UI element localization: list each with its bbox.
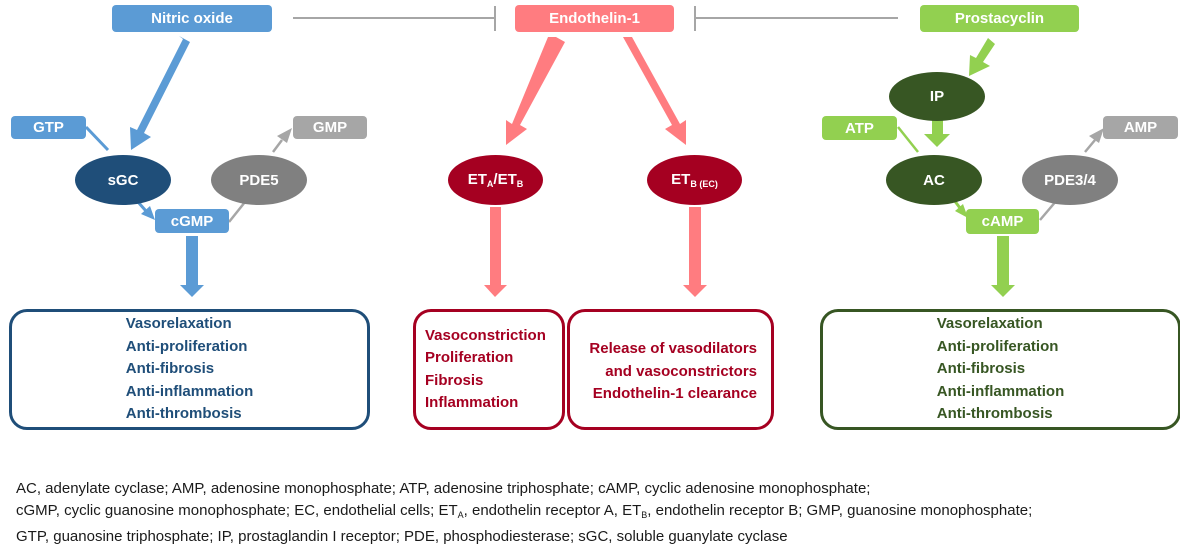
pgi-effect-item: Vasorelaxation <box>936 315 1043 333</box>
pde3-4-label: PDE3/4 <box>1044 171 1096 189</box>
arrow-camp-to-effects <box>991 236 1015 297</box>
arrow-et1-to-eta <box>506 37 565 145</box>
camp-label: cAMP <box>981 213 1024 230</box>
no-inhibits-et1-line <box>293 6 496 31</box>
sgc-label: sGC <box>107 171 139 189</box>
no-effect-item: Vasorelaxation <box>125 315 232 333</box>
eta-effect-item: Inflammation <box>425 394 519 411</box>
gtp-label: GTP <box>33 119 64 136</box>
nitric-oxide-label: Nitric oxide <box>151 10 233 27</box>
gtp-node: GTP <box>11 116 86 139</box>
pgi-effect-item: Anti-proliferation <box>936 337 1059 355</box>
eta-etb-label: ETA/ETB <box>467 171 524 189</box>
arrow-ip-to-ac <box>924 120 950 147</box>
arrow-etb-to-effects <box>683 207 707 297</box>
endothelin-1-node: Endothelin-1 <box>515 5 674 32</box>
ip-receptor-node: IP <box>889 72 985 121</box>
ip-label: IP <box>929 88 945 105</box>
gmp-label: GMP <box>312 119 348 136</box>
legend-line-2: cGMP, cyclic guanosine monophosphate; EC… <box>16 502 1033 520</box>
cgmp-node: cGMP <box>155 209 229 233</box>
legend-line-3: GTP, guanosine triphosphate; IP, prostag… <box>16 528 788 545</box>
arrow-prostacyclin-to-ip <box>969 38 995 76</box>
sgc-node: sGC <box>75 155 171 205</box>
pgi-effect-item: Anti-fibrosis <box>936 360 1026 378</box>
connector-cgmp-to-gmp <box>228 128 292 223</box>
pde3-4-node: PDE3/4 <box>1022 155 1118 205</box>
arrow-et1-to-etb <box>623 37 686 145</box>
legend-line-1: AC, adenylate cyclase; AMP, adenosine mo… <box>16 480 871 497</box>
etb-ec-receptor-node: ETB (EC) <box>647 155 742 205</box>
pgi-effect-item: Anti-inflammation <box>936 382 1065 400</box>
pde5-label: PDE5 <box>239 171 279 189</box>
atp-node: ATP <box>822 116 897 140</box>
etb-effect-item: and vasoconstrictors <box>605 362 757 380</box>
no-effect-item: Anti-proliferation <box>125 337 248 355</box>
gmp-node: GMP <box>293 116 367 139</box>
ac-label: AC <box>923 171 945 189</box>
etb-ec-label: ETB (EC) <box>671 171 718 189</box>
arrow-no-to-sgc <box>130 36 190 150</box>
eta-effect-item: Vasoconstriction <box>425 326 546 344</box>
prostacyclin-label: Prostacyclin <box>954 10 1045 27</box>
no-effect-item: Anti-inflammation <box>125 382 254 400</box>
arrow-cgmp-to-effects <box>180 236 204 297</box>
eta-effects-box: Vasoconstriction Proliferation Fibrosis … <box>413 309 565 430</box>
eta-effect-item: Fibrosis <box>425 371 484 389</box>
etb-effect-item: Release of vasodilators <box>589 340 757 357</box>
amp-label: AMP <box>1123 119 1158 136</box>
pde5-node: PDE5 <box>211 155 307 205</box>
no-effect-item: Anti-thrombosis <box>125 405 242 423</box>
no-effect-item: Anti-fibrosis <box>125 360 215 378</box>
eta-etb-receptor-node: ETA/ETB <box>448 155 543 205</box>
endothelin-1-label: Endothelin-1 <box>549 10 640 27</box>
ac-node: AC <box>886 155 982 205</box>
no-effects-box: Vasorelaxation Anti-proliferation Anti-f… <box>9 309 370 430</box>
arrow-eta-to-effects <box>484 207 507 297</box>
prostacyclin-effects-box: Vasorelaxation Anti-proliferation Anti-f… <box>820 309 1180 430</box>
camp-node: cAMP <box>966 209 1039 234</box>
prostacyclin-node: Prostacyclin <box>920 5 1079 32</box>
etb-effects-box: Release of vasodilators and vasoconstric… <box>567 309 774 430</box>
eta-effect-item: Proliferation <box>425 349 514 366</box>
atp-label: ATP <box>845 119 874 137</box>
pgi-effect-item: Anti-thrombosis <box>936 405 1053 423</box>
nitric-oxide-node: Nitric oxide <box>112 5 272 32</box>
cgmp-label: cGMP <box>170 212 214 230</box>
prostacyclin-inhibits-et1-line <box>694 6 898 31</box>
amp-node: AMP <box>1103 116 1178 139</box>
etb-effect-item: Endothelin-1 clearance <box>592 385 757 402</box>
abbreviations-legend: AC, adenylate cyclase; AMP, adenosine mo… <box>16 478 1032 548</box>
